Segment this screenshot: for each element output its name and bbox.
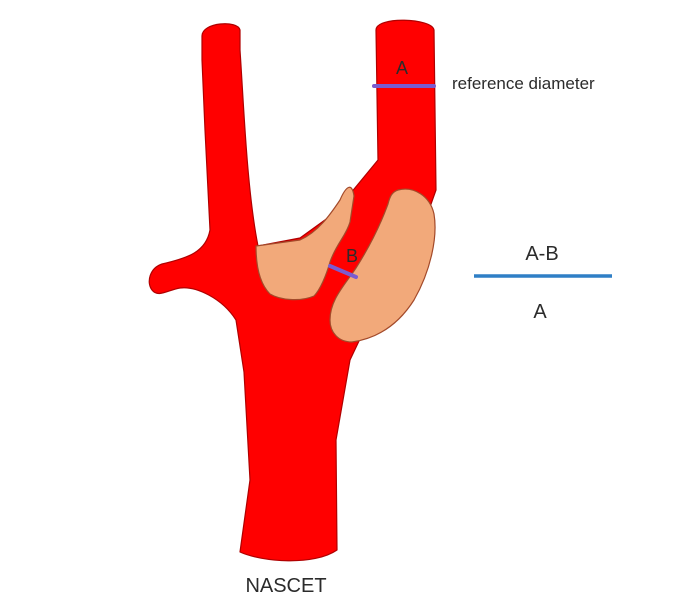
formula-numerator: A-B [525, 243, 558, 265]
label-a: A [396, 58, 408, 78]
label-b: B [346, 246, 358, 266]
reference-diameter-label: reference diameter [452, 74, 595, 93]
diagram-title: NASCET [245, 575, 326, 597]
formula-denominator: A [533, 301, 547, 323]
